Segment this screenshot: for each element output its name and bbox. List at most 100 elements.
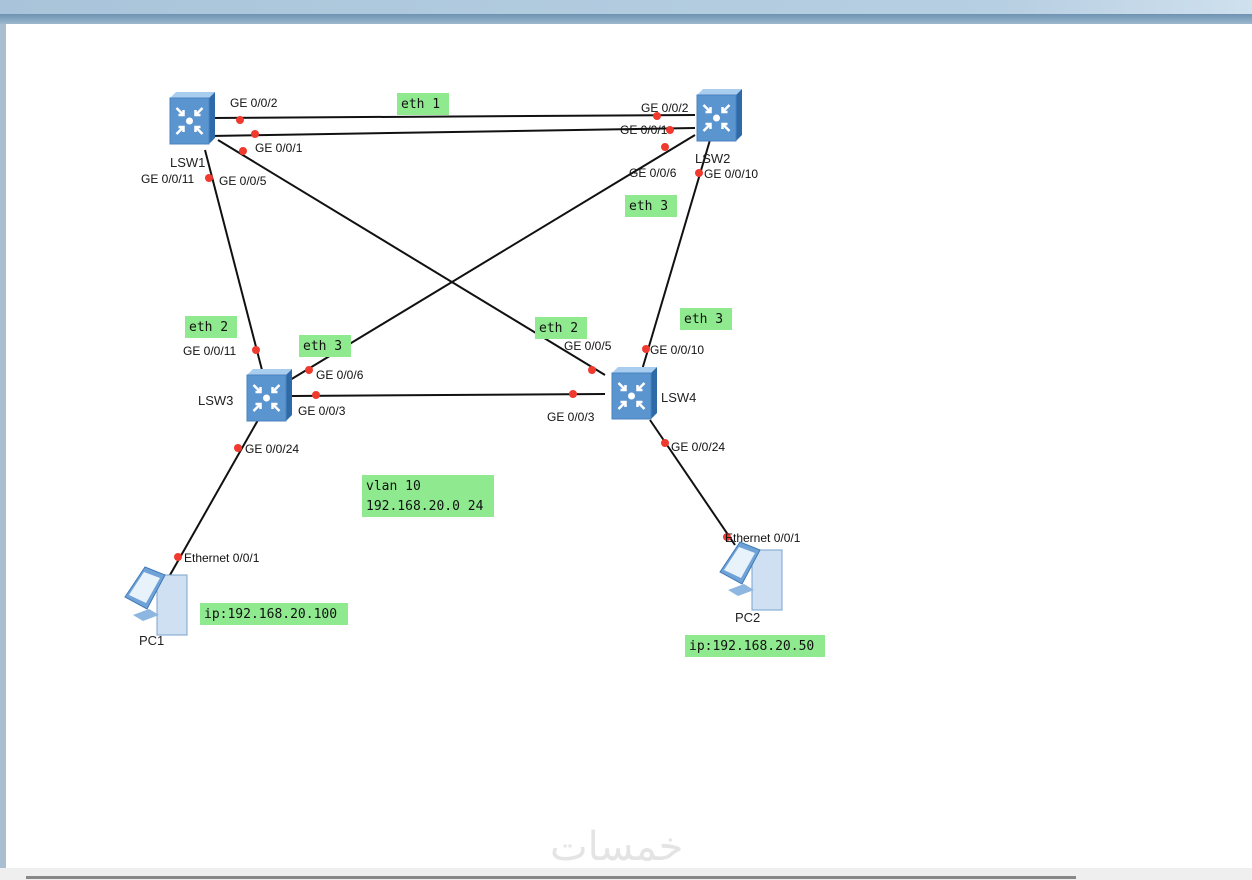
port-label: GE 0/0/11 xyxy=(141,172,194,186)
device-label: LSW2 xyxy=(695,151,730,166)
link-line[interactable] xyxy=(291,393,606,397)
switch-icon[interactable] xyxy=(696,89,742,142)
port-dot[interactable] xyxy=(695,169,703,177)
note-text: ip:192.168.20.50 xyxy=(689,639,814,654)
note-background xyxy=(185,316,237,338)
port-dot[interactable] xyxy=(569,390,577,398)
device-lsw1[interactable]: LSW1 xyxy=(169,92,215,170)
port-label: GE 0/0/10 xyxy=(650,343,704,357)
note-text: eth 1 xyxy=(401,97,440,112)
device-lsw2[interactable]: LSW2 xyxy=(695,89,742,166)
text-note[interactable]: ip:192.168.20.100 xyxy=(200,603,348,625)
note-background xyxy=(685,635,825,657)
port-label: GE 0/0/6 xyxy=(316,368,364,382)
port-label: GE 0/0/24 xyxy=(245,442,299,456)
text-note[interactable]: eth 2 xyxy=(535,317,587,339)
port-dot[interactable] xyxy=(588,366,596,374)
port-label: GE 0/0/10 xyxy=(704,167,758,181)
note-text: eth 3 xyxy=(629,199,668,214)
device-label: PC2 xyxy=(735,610,760,625)
link-lsw1-lsw3[interactable] xyxy=(204,149,263,371)
port-dot[interactable] xyxy=(666,126,674,134)
link-lsw4-pc2[interactable] xyxy=(649,419,736,546)
port-label: GE 0/0/3 xyxy=(298,404,346,418)
switch-icon[interactable] xyxy=(169,92,215,145)
port-label: GE 0/0/1 xyxy=(255,141,303,155)
note-background xyxy=(200,603,348,625)
topology-canvas[interactable] xyxy=(6,24,1252,870)
watermark: خمسات xyxy=(550,824,683,870)
note-background xyxy=(625,195,677,217)
port-dot[interactable] xyxy=(239,147,247,155)
link-line[interactable] xyxy=(641,139,711,371)
note-background xyxy=(535,317,587,339)
link-line[interactable] xyxy=(217,139,606,376)
note-background xyxy=(362,475,494,517)
port-dot[interactable] xyxy=(234,444,242,452)
port-dot[interactable] xyxy=(252,346,260,354)
link-lsw2-lsw3[interactable] xyxy=(289,134,696,381)
window-border xyxy=(0,24,6,870)
note-text: 192.168.20.0 24 xyxy=(366,499,484,514)
device-pc1[interactable]: PC1 xyxy=(124,566,188,648)
note-background xyxy=(397,93,449,115)
device-label: PC1 xyxy=(139,633,164,648)
port-dot[interactable] xyxy=(205,174,213,182)
link-line[interactable] xyxy=(169,419,259,576)
text-note[interactable]: ip:192.168.20.50 xyxy=(685,635,825,657)
port-label: GE 0/0/1 xyxy=(620,123,668,137)
text-note[interactable]: eth 2 xyxy=(185,316,237,338)
note-text: eth 2 xyxy=(539,321,578,336)
link-lsw3-lsw4[interactable] xyxy=(291,393,606,397)
device-label: LSW1 xyxy=(170,155,205,170)
text-note[interactable]: eth 3 xyxy=(680,308,732,330)
switch-icon[interactable] xyxy=(611,367,657,420)
link-line[interactable] xyxy=(289,134,696,381)
note-text: eth 2 xyxy=(189,320,228,335)
port-dot[interactable] xyxy=(642,345,650,353)
horizontal-scrollbar[interactable] xyxy=(26,876,1076,879)
window-frame xyxy=(0,14,1252,24)
switch-icon[interactable] xyxy=(246,369,292,422)
text-note[interactable]: eth 3 xyxy=(625,195,677,217)
port-label: GE 0/0/11 xyxy=(183,344,236,358)
link-lsw1-lsw2[interactable] xyxy=(209,127,696,137)
device-pc2[interactable]: PC2 xyxy=(719,541,783,625)
port-dot[interactable] xyxy=(174,553,182,561)
note-text: vlan 10 xyxy=(366,479,421,494)
port-label: GE 0/0/5 xyxy=(564,339,612,353)
port-dot[interactable] xyxy=(661,439,669,447)
pc-icon[interactable] xyxy=(719,541,783,611)
text-note[interactable]: eth 1 xyxy=(397,93,449,115)
link-line[interactable] xyxy=(209,114,696,119)
link-lsw1-lsw2[interactable] xyxy=(209,114,696,119)
device-lsw4[interactable]: LSW4 xyxy=(611,367,696,420)
port-dot[interactable] xyxy=(723,533,731,541)
port-label: Ethernet 0/0/1 xyxy=(184,551,260,565)
port-label: GE 0/0/2 xyxy=(230,96,278,110)
link-line[interactable] xyxy=(649,419,736,546)
device-label: LSW3 xyxy=(198,393,233,408)
port-dot[interactable] xyxy=(236,116,244,124)
link-lsw2-lsw4[interactable] xyxy=(641,139,711,371)
port-label: GE 0/0/2 xyxy=(641,101,689,115)
port-label: GE 0/0/3 xyxy=(547,410,595,424)
port-label: Ethernet 0/0/1 xyxy=(725,531,801,545)
port-dot[interactable] xyxy=(312,391,320,399)
device-lsw3[interactable]: LSW3 xyxy=(198,369,292,422)
link-lsw3-pc1[interactable] xyxy=(169,419,259,576)
port-label: GE 0/0/6 xyxy=(629,166,677,180)
text-note[interactable]: eth 3 xyxy=(299,335,351,357)
text-note[interactable]: vlan 10 192.168.20.0 24 xyxy=(362,475,494,517)
pc-icon[interactable] xyxy=(124,566,188,636)
port-dot[interactable] xyxy=(251,130,259,138)
link-line[interactable] xyxy=(209,127,696,137)
port-label: GE 0/0/24 xyxy=(671,440,725,454)
port-dot[interactable] xyxy=(661,143,669,151)
port-dot[interactable] xyxy=(305,366,313,374)
link-lsw1-lsw4[interactable] xyxy=(217,139,606,376)
port-dot[interactable] xyxy=(653,112,661,120)
port-label: GE 0/0/5 xyxy=(219,174,267,188)
note-background xyxy=(299,335,351,357)
link-line[interactable] xyxy=(204,149,263,371)
